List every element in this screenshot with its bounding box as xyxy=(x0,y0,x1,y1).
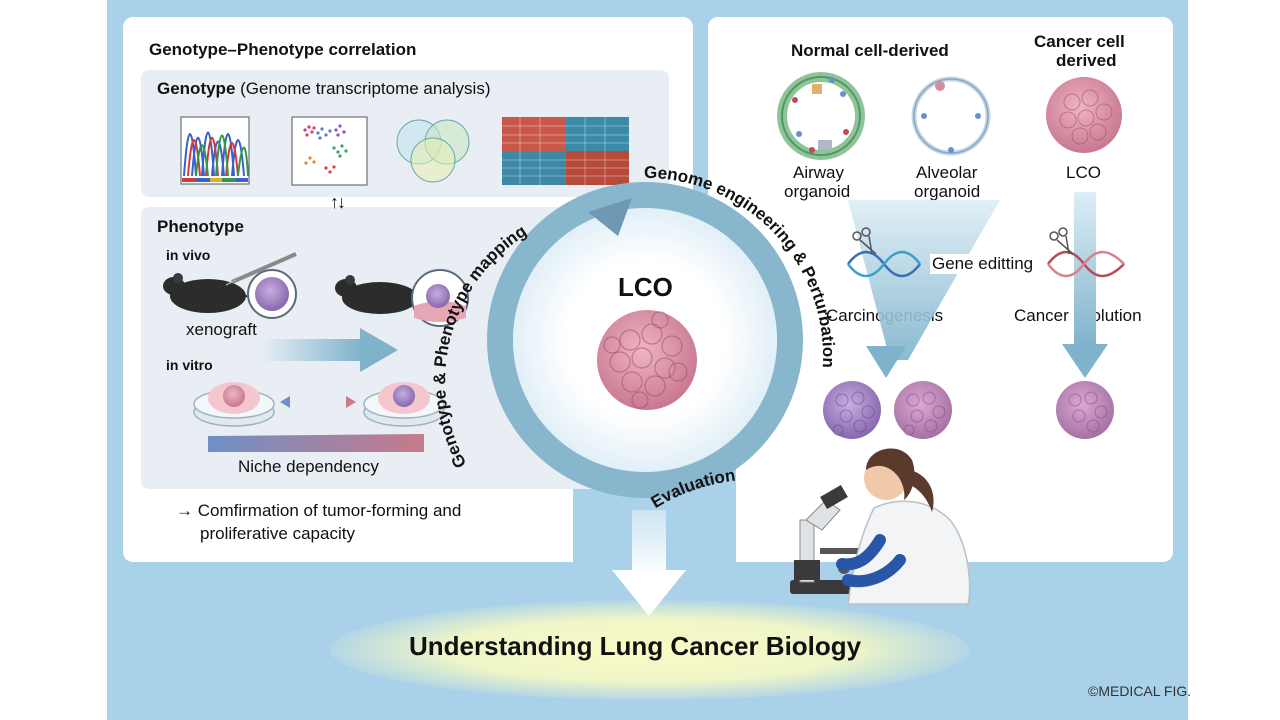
sequencing-chromatogram-icon xyxy=(180,116,250,185)
bottom-glow xyxy=(330,600,970,700)
copyright-label: ©MEDICAL FIG. xyxy=(1088,683,1192,699)
in-vitro-label: in vitro xyxy=(166,357,213,373)
cancer-cell-title-2: derived xyxy=(1056,51,1117,70)
dna-helix-right-icon xyxy=(1047,250,1125,278)
left-panel-title: Genotype–Phenotype correlation xyxy=(149,40,417,59)
injected-organoid-icon xyxy=(247,269,297,319)
genotype-label: Genotype (Genome transcriptome analysis) xyxy=(157,79,491,99)
down-arrow-to-biology xyxy=(612,510,686,616)
culture-dish-left xyxy=(193,382,275,427)
scissors-left-icon xyxy=(852,227,877,255)
in-vivo-label: in vivo xyxy=(166,247,211,263)
scissors-right-icon xyxy=(1049,227,1074,255)
cancer-evolution-organoid-icon xyxy=(1056,381,1114,439)
genotype-phenotype-arrows: ↑↓ xyxy=(330,192,346,212)
genotype-label-rest: (Genome transcriptome analysis) xyxy=(235,79,491,98)
cancer-lco-organoid-icon xyxy=(1046,77,1122,153)
confirmation-line-1: → Comfirmation of tumor-forming and xyxy=(176,501,462,520)
scatter-plot-icon xyxy=(291,116,368,186)
gene-editing-label: Gene editting xyxy=(930,254,1036,274)
dna-helix-left-icon xyxy=(847,250,921,278)
xenograft-label: xenograft xyxy=(186,320,257,339)
mouse-injection-icon xyxy=(163,252,297,313)
cancer-cell-title-1: Cancer cell xyxy=(1034,32,1125,51)
expression-heatmap-icon xyxy=(502,117,629,185)
confirmation-line-2: proliferative capacity xyxy=(200,524,355,543)
bidirectional-arrow-icon xyxy=(280,396,356,408)
normal-cell-title: Normal cell-derived xyxy=(791,41,949,60)
carcinogenesis-organoid-1-icon xyxy=(823,381,881,439)
ring-arrowhead-top xyxy=(588,198,632,236)
progression-arrow xyxy=(262,328,398,372)
airway-label-1: Airway xyxy=(793,163,845,182)
phenotype-title: Phenotype xyxy=(157,217,244,236)
niche-dependency-label: Niche dependency xyxy=(238,457,379,476)
bottom-title: Understanding Lung Cancer Biology xyxy=(409,631,862,661)
niche-dependency-wedge xyxy=(208,434,424,452)
culture-dish-right xyxy=(363,382,445,427)
alveolar-label-1: Alveolar xyxy=(916,163,978,182)
genotype-label-bold: Genotype xyxy=(157,79,236,98)
alveolar-organoid-icon xyxy=(911,76,991,156)
center-lco-label: LCO xyxy=(618,272,673,302)
lco-right-label: LCO xyxy=(1066,163,1101,182)
cancer-evolution-arrow xyxy=(1062,192,1108,378)
xenograft-mouse-icon xyxy=(335,269,469,327)
carcinogenesis-funnel-arrow xyxy=(848,200,1000,378)
carcinogenesis-organoid-2-icon xyxy=(894,381,952,439)
central-lco-organoid-icon xyxy=(597,310,697,410)
venn-diagram-icon xyxy=(396,119,470,183)
airway-label-2: organoid xyxy=(784,182,851,201)
airway-organoid-icon xyxy=(777,72,865,160)
alveolar-label-2: organoid xyxy=(914,182,981,201)
researcher-microscope-icon xyxy=(790,448,971,605)
